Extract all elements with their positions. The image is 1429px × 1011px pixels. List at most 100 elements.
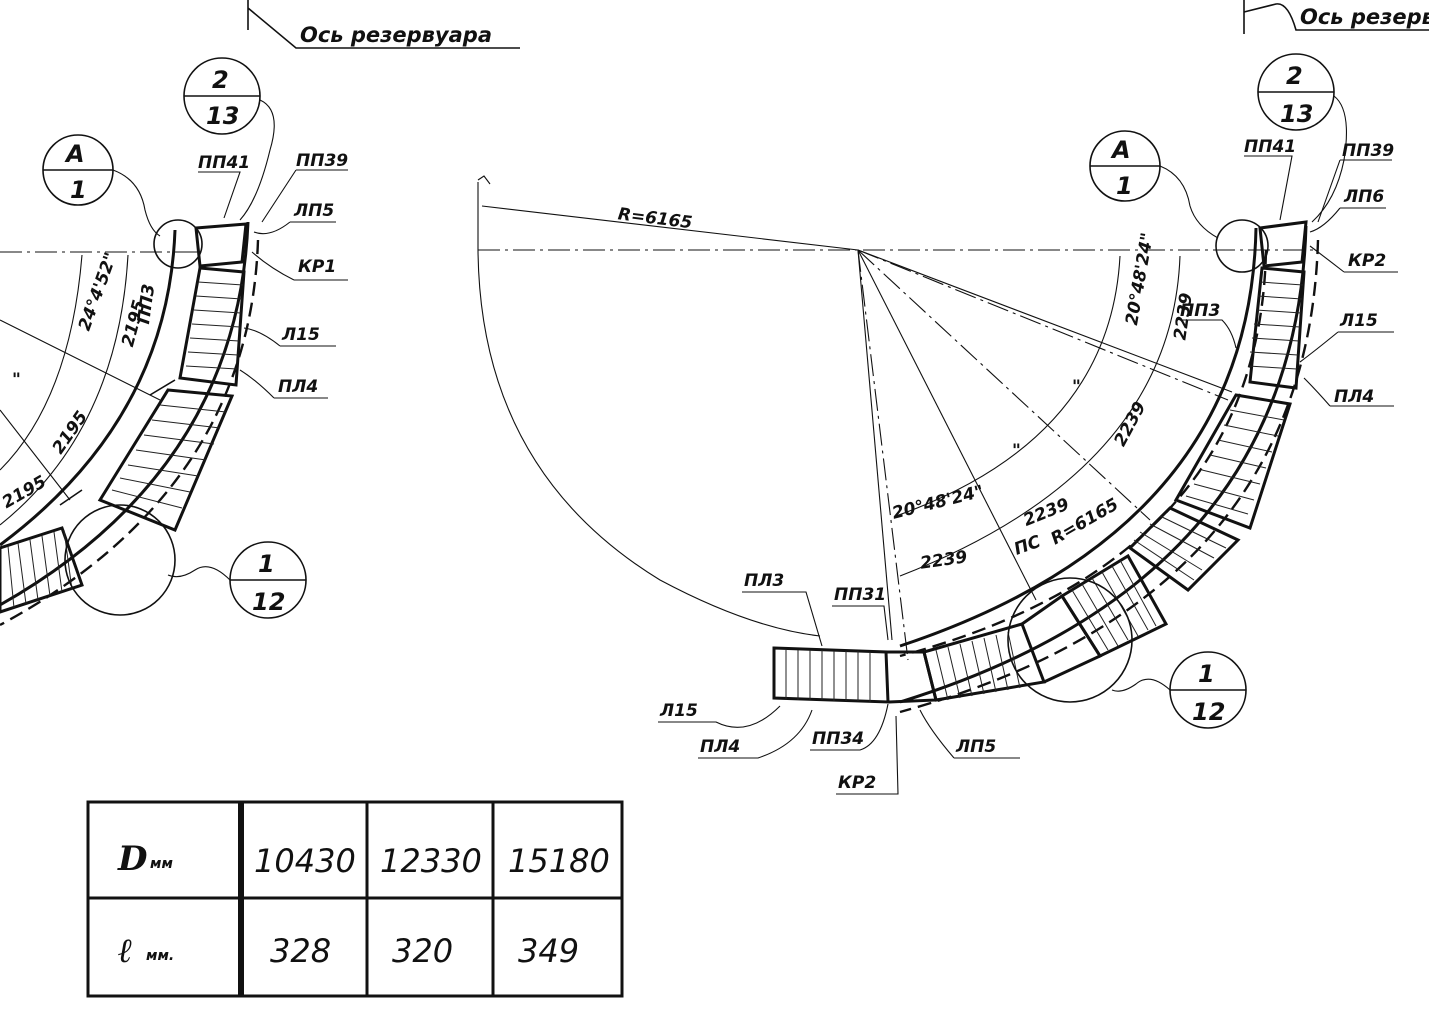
left-callout-2-13: 2 13 [183,57,275,221]
right-axis-label: Ось резерв [1300,5,1429,29]
table-row1-unit: мм [150,856,173,872]
left-ring-outer [0,221,250,607]
table-r2-c3: 349 [518,932,579,970]
right-dim-2239-a: 2239 [1170,291,1196,341]
left-label-pp41: ПП41 [198,153,250,173]
right-radius-line [481,205,859,251]
left-top-plate [194,222,248,268]
right-dim-ditto-1: " [1072,377,1081,397]
left-axis-label: Ось резервуара [300,23,492,47]
right-dim-arc-2 [899,255,1181,577]
left-axis-leader [247,0,520,49]
right-dim-2239-d: 2239 [919,547,969,573]
left-dim-ditto: " [12,370,21,390]
left-label-pl4: ПЛ4 [278,377,318,397]
left-label-l15: Л15 [281,325,320,345]
left-ring-dashed [0,239,260,627]
svg-text:1: 1 [258,550,275,578]
svg-text:2: 2 [1286,62,1303,90]
right-detail: Ось резерв R=6165 [477,0,1429,795]
svg-text:1: 1 [1116,172,1133,200]
left-ticks [59,379,176,506]
right-callout-1-12: 1 12 [1111,651,1247,729]
center-label-l15: Л15 [659,701,698,721]
right-label-l15: Л15 [1339,311,1378,331]
left-hatch-block-3 [0,526,84,614]
center-label-pp31: ПП31 [834,585,886,605]
left-label-lp5: ЛП5 [293,201,334,221]
right-arc-tick [477,175,491,185]
table-r2-c2: 320 [392,932,453,970]
left-radial-lines [0,319,161,501]
svg-text:А: А [1110,136,1131,164]
right-label-pl4: ПЛ4 [1334,387,1374,407]
left-dim-2195-b: 2195 [49,408,93,458]
svg-text:2: 2 [212,66,229,94]
table-r1-c2: 12330 [380,842,482,880]
right-axis-leader [1243,0,1429,34]
right-label-kr2: КР2 [1348,251,1386,271]
left-hatch-block-1 [178,266,246,387]
center-label-pp34: ПП34 [812,729,864,749]
right-ring-inner [899,227,1258,648]
left-label-pp39: ПП39 [296,151,348,171]
left-dim-2195-c: 2195 [0,472,50,513]
left-detail-circle-bottom-zone [64,504,176,616]
right-label-pp39: ПП39 [1342,141,1394,161]
right-joint-plate-2 [1021,593,1103,684]
table-row2-unit: мм. [146,948,174,964]
svg-text:13: 13 [1280,100,1313,128]
center-label-pl3: ПЛ3 [744,571,784,591]
svg-text:12: 12 [252,588,285,616]
table-r1-c1: 10430 [254,842,356,880]
right-joint-plate [886,650,938,704]
svg-text:1: 1 [1198,660,1215,688]
right-ring-dashed-inner [899,249,1268,658]
left-callout-1-12: 1 12 [167,541,307,619]
right-callout-a-1: А 1 [1089,130,1219,239]
right-hatch-block-1 [1247,266,1306,390]
right-detail-circle-a [1215,219,1269,273]
svg-text:А: А [64,140,85,168]
center-label-pl4: ПЛ4 [700,737,740,757]
right-dim-ditto-2: " [1012,441,1021,461]
table-r1-c3: 15180 [508,842,610,880]
right-hatch-block-6 [772,646,890,704]
right-dim-pc: ПС [1012,532,1044,560]
table-r2-c1: 328 [270,932,331,970]
table-row2-label: ℓ [118,931,133,971]
right-label-lp6: ЛП6 [1343,187,1384,207]
center-label-kr2: КР2 [838,773,876,793]
right-dim-angle: 20°48'24" [1122,231,1158,327]
right-radial-lines [857,249,1233,661]
right-hatch-block-3 [1127,506,1241,592]
left-ring-inner [0,229,177,547]
right-ring-outer [899,225,1308,704]
right-label-pp41: ПП41 [1244,137,1296,157]
center-label-lp5: ЛП5 [955,737,996,757]
svg-text:1: 1 [70,176,87,204]
right-dim-2239-b: 2239 [1110,398,1150,449]
right-detail-circle-bottom-zone [1007,577,1133,703]
left-dim-arc-inner [0,254,129,526]
right-dim-arc-1 [895,255,1121,517]
dimension-table: D мм 10430 12330 15180 ℓ мм. 328 320 349 [86,800,624,998]
svg-text:12: 12 [1192,698,1225,726]
center-radius-label: R=6165 [617,204,694,233]
left-hatch-block-2 [97,388,235,532]
left-detail: Ось резервуара [0,0,520,627]
table-row1-label: D [117,839,148,879]
left-dim-arc-outer [0,254,83,471]
right-dim-angle-2: 20°48'24" [890,482,986,524]
right-label-pp3: ПП3 [1180,301,1220,321]
left-callout-a-1: А 1 [42,134,161,237]
svg-text:13: 13 [206,102,239,130]
left-label-kr1: КР1 [298,257,336,277]
right-ring-dashed [899,239,1320,714]
right-hatch-block-2 [1173,393,1292,530]
right-big-arc [477,182,821,637]
left-detail-circle-a [153,219,203,269]
table-col-dividers [365,802,495,996]
right-top-plate [1258,220,1308,268]
